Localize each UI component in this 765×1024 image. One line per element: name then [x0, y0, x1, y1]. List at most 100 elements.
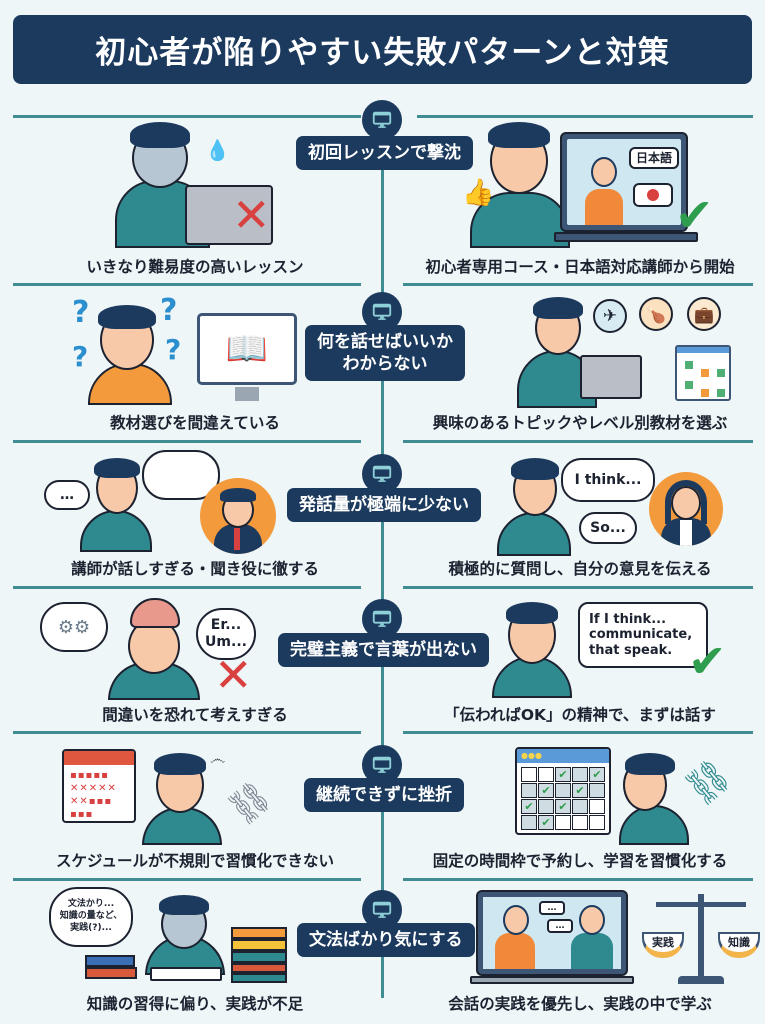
divider [13, 586, 361, 589]
page-title: 初心者が陥りやすい失敗パターンと対策 [13, 15, 752, 84]
pattern-label-line: 何を話せばいいか [317, 332, 453, 352]
solution-caption: 固定の時間枠で予約し、学習を習慣化する [432, 852, 728, 870]
airplane-icon: ✈ [593, 299, 627, 333]
conversation-practice-illustration: … … 実践 知識 [470, 888, 760, 988]
open-book-icon: 📖 [197, 313, 297, 385]
x-mark-icon: ✕ [214, 648, 253, 702]
solution-caption: 「伝わればOK」の精神で、まずは話す [444, 706, 716, 724]
active-conversation-illustration: I think... So... [495, 452, 735, 557]
book-icon [85, 967, 137, 979]
bubble-text: communicate, [589, 627, 693, 643]
thought-text: 実践(?)... [70, 922, 112, 933]
divider [403, 731, 753, 734]
teacher-avatar [649, 472, 723, 546]
irregular-schedule-illustration: ▪▪▪▪▪✕✕✕✕✕✕✕▪▪▪▪▪▪ ෴ ⛓ [60, 745, 290, 845]
laptop-icon [580, 355, 642, 399]
solution-caption: 興味のあるトピックやレベル別教材を選ぶ [432, 414, 728, 432]
check-mark-icon: ✔ [675, 188, 714, 242]
pattern-label: 何を話せばいいか わからない [305, 325, 465, 382]
solution-caption: 初心者専用コース・日本語対応講師から開始 [425, 258, 735, 276]
laptop-icon [185, 185, 273, 245]
question-mark-icon: ? [160, 293, 178, 328]
thought-text: 文法かり... [67, 899, 115, 910]
divider [403, 878, 753, 881]
book-icon [231, 927, 287, 939]
bubble-text: Um... [205, 634, 247, 650]
balance-scale-icon: 実践 知識 [642, 890, 760, 986]
divider [403, 586, 753, 589]
book-icon [231, 963, 287, 973]
problem-caption: 講師が話しすぎる・聞き役に徹する [71, 560, 319, 578]
briefcase-icon: 💼 [687, 297, 721, 331]
question-mark-icon: ? [72, 340, 89, 373]
problem-caption: 知識の習得に偏り、実践が不足 [86, 995, 304, 1013]
divider [417, 115, 753, 118]
monitor-icon [362, 599, 402, 639]
scale-pan-left: 実践 [642, 932, 684, 958]
problem-caption: いきなり難易度の高いレッスン [86, 258, 304, 276]
divider [13, 878, 361, 881]
solution-caption: 積極的に質問し、自分の意見を伝える [448, 560, 712, 578]
pattern-label-line: わからない [342, 354, 428, 375]
empty-speech-bubble [142, 450, 220, 500]
japan-flag-bubble [633, 183, 673, 207]
bubble-text: Er... [210, 617, 242, 634]
laptop-base [554, 232, 698, 242]
speech-bubble: So... [579, 512, 637, 544]
divider [13, 283, 361, 286]
topic-selection-illustration: ✈ 🍗 💼 [515, 295, 745, 410]
stressed-student-illustration: ⚙⚙ Er... Um... ✕ [40, 596, 280, 701]
overwhelmed-student-illustration: 💧 ✕ [110, 120, 290, 250]
book-icon [231, 951, 287, 963]
quiet-student-illustration: … [40, 448, 280, 554]
open-book-icon [150, 967, 222, 981]
scale-pan-right: 知識 [718, 932, 760, 958]
confused-student-illustration: ? ? ? ? 📖 [70, 293, 310, 405]
divider [403, 440, 753, 443]
solution-caption: 会話の実践を優先し、実践の中で学ぶ [448, 995, 712, 1013]
x-mark-icon: ✕ [232, 188, 271, 242]
divider [13, 115, 361, 118]
problem-caption: 教材選びを間違えている [110, 414, 280, 432]
broken-chain-icon: ⛓ [220, 773, 279, 833]
laptop-base [470, 976, 634, 984]
calendar-icon: ▪▪▪▪▪✕✕✕✕✕✕✕▪▪▪▪▪▪ [62, 749, 136, 823]
confident-speaker-illustration: If I think... communicate, that speak. ✔ [490, 598, 740, 698]
swirl-icon: ෴ [210, 749, 226, 768]
question-mark-icon: ? [72, 295, 90, 330]
linked-chain-icon: ⛓ [677, 751, 739, 813]
monitor-icon [362, 454, 402, 494]
bubble-text: If I think... [589, 611, 667, 627]
sweat-drops-icon: 💧 [205, 138, 230, 162]
problem-caption: スケジュールが不規則で習慣化できない [56, 852, 334, 870]
book-icon [231, 973, 287, 983]
monitor-icon [362, 100, 402, 140]
speech-bubble: … [539, 901, 565, 915]
pattern-label: 初回レッスンで撃沈 [296, 136, 473, 171]
divider [13, 440, 361, 443]
monitor-icon [362, 292, 402, 332]
divider [13, 731, 361, 734]
video-call-screen: … … [476, 890, 628, 976]
speech-bubble: … [44, 480, 90, 510]
speech-bubble: I think... [561, 458, 655, 502]
teacher-avatar [200, 478, 276, 554]
monitor-icon [362, 890, 402, 930]
flowchart-icon [675, 345, 731, 401]
buried-in-books-illustration: 文法かり... 知識の量など、 実践(?)... [45, 885, 295, 985]
speech-bubble: If I think... communicate, that speak. [578, 602, 708, 668]
bubble-text: I think... [574, 471, 642, 488]
book-icon [231, 939, 287, 951]
gears-thought-icon: ⚙⚙ [40, 602, 108, 652]
bubble-text: that speak. [589, 642, 673, 658]
solution-illustration: 👍 日本語 ✔ [460, 120, 730, 250]
divider [403, 283, 753, 286]
monitor-stand [235, 387, 259, 401]
thought-bubble: 文法かり... 知識の量など、 実践(?)... [49, 887, 133, 947]
flag-circle-icon [647, 189, 659, 201]
speech-bubble: 日本語 [629, 147, 680, 170]
brain-icon [130, 598, 180, 628]
speech-bubble: Er... Um... [196, 608, 256, 660]
thought-text: 知識の量など、 [59, 911, 123, 922]
laptop-screen: 日本語 [560, 132, 688, 232]
